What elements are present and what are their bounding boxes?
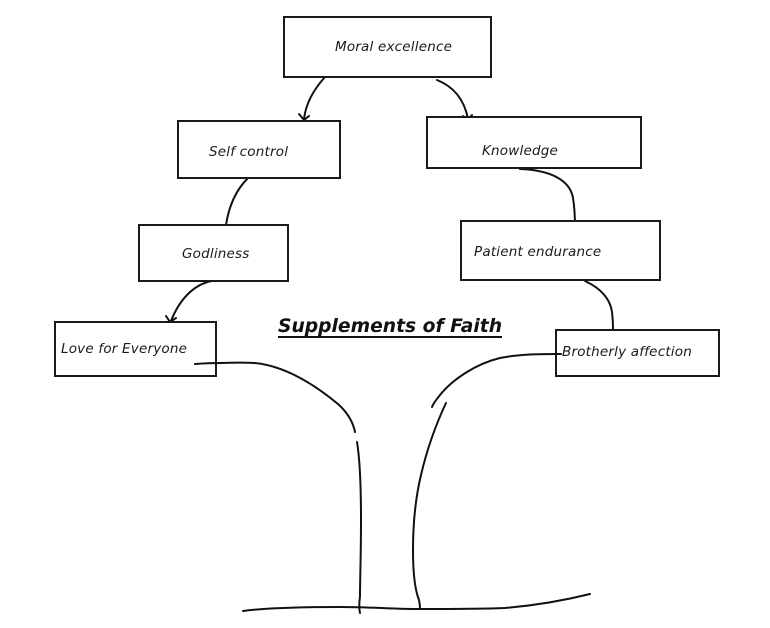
connectors	[165, 76, 614, 331]
node-box	[177, 120, 341, 179]
tree-trunk-right	[412, 402, 447, 610]
title-text: Supplements of Faith	[278, 315, 502, 337]
node-label: Moral excellence	[335, 39, 452, 55]
node-box	[54, 321, 217, 377]
node-box	[138, 224, 289, 282]
node-box	[460, 220, 661, 281]
tree	[194, 353, 591, 614]
node-box	[426, 116, 642, 169]
node-label: Love for Everyone	[61, 341, 187, 357]
node-love-for-everyone: Love for Everyone	[54, 321, 217, 377]
node-knowledge: Knowledge	[426, 116, 642, 169]
diagram-title: Supplements of Faith	[278, 315, 502, 338]
edge-selfcontrol-to-godliness	[225, 177, 249, 226]
node-moral-excellence: Moral excellence	[283, 16, 492, 78]
node-box	[283, 16, 492, 78]
edge-knowledge-to-patience	[519, 168, 576, 229]
tree-left-branch	[194, 361, 356, 433]
node-patient-endurance: Patient endurance	[460, 220, 661, 281]
node-label: Knowledge	[482, 143, 558, 159]
node-box	[555, 329, 720, 377]
ground-line	[242, 593, 591, 612]
edge-moral-to-knowledge	[436, 79, 469, 120]
edge-godliness-to-love	[170, 280, 213, 322]
tree-left-branch-stub	[194, 362, 219, 365]
node-label: Brotherly affection	[562, 344, 692, 360]
node-label: Self control	[209, 144, 288, 160]
node-self-control: Self control	[177, 120, 341, 179]
node-label: Godliness	[182, 246, 250, 262]
tree-right-branch	[431, 353, 560, 408]
edge-patience-to-brotherly	[584, 280, 614, 331]
node-label: Patient endurance	[474, 244, 601, 260]
node-brotherly-affection: Brotherly affection	[555, 329, 720, 377]
node-godliness: Godliness	[138, 224, 289, 282]
tree-trunk-left	[356, 441, 362, 614]
edge-moral-to-selfcontrol	[303, 76, 326, 120]
